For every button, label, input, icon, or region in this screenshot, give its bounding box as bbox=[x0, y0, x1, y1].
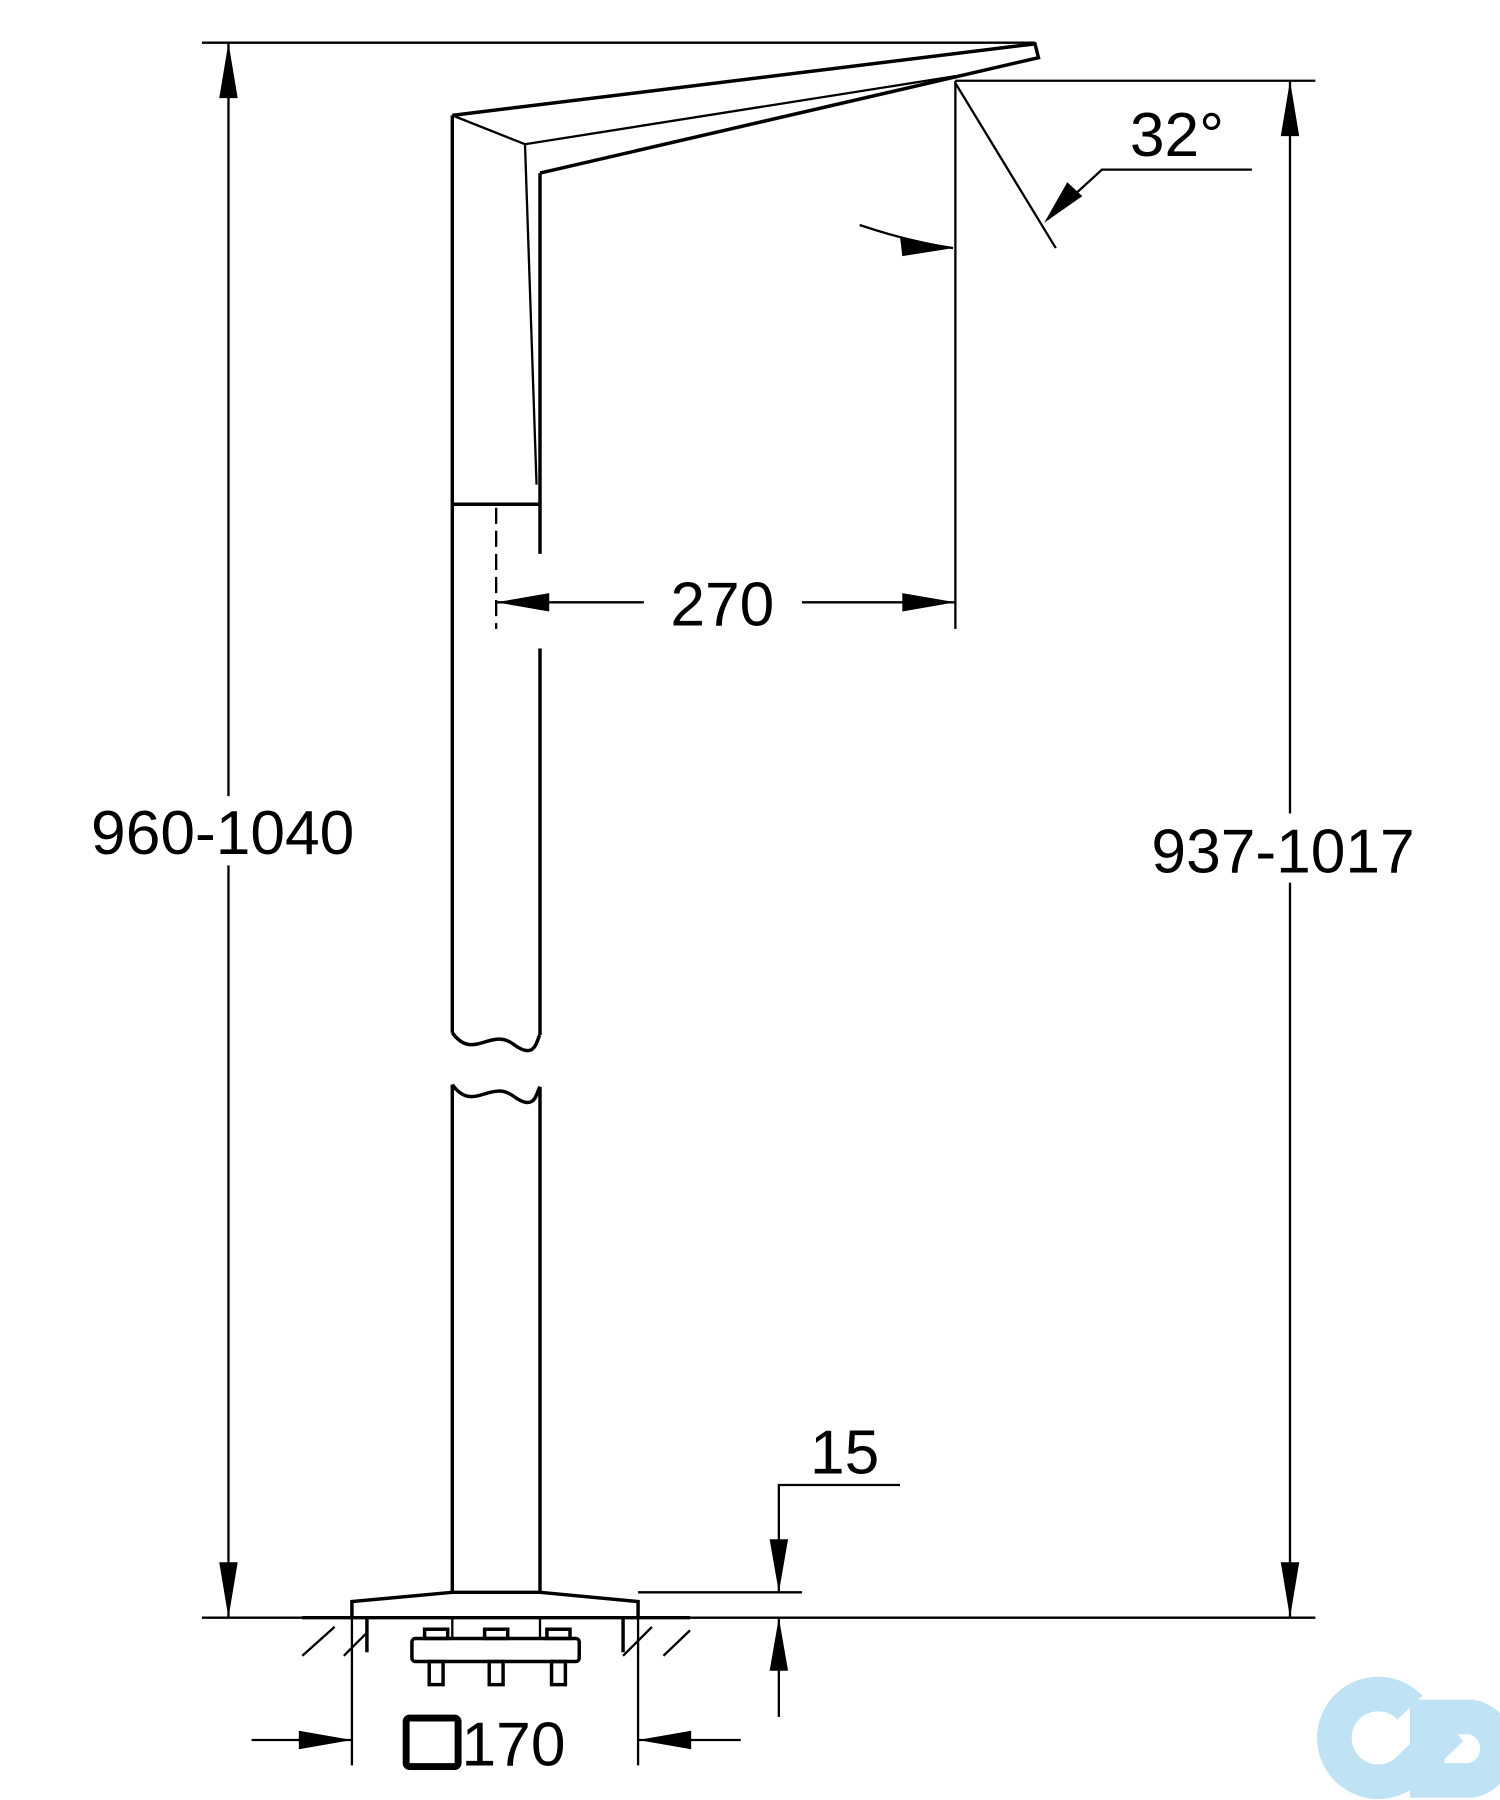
column bbox=[450, 115, 542, 1593]
total-height-label: 960-1040 bbox=[91, 799, 354, 868]
base-thickness-dimension: 15 bbox=[638, 1418, 900, 1717]
spout-height-dimension: 937-1017 bbox=[955, 79, 1437, 1618]
total-height-dimension: 960-1040 bbox=[69, 42, 381, 1618]
angle-label: 32° bbox=[1130, 101, 1224, 170]
angle-dimension: 32° bbox=[859, 82, 1252, 257]
watermark-logo bbox=[1317, 1676, 1500, 1800]
base-size-dimension: 170 bbox=[251, 1617, 741, 1779]
square-symbol-icon bbox=[402, 1714, 462, 1770]
base-size-label: 170 bbox=[462, 1710, 566, 1779]
projection-dimension: 270 bbox=[496, 80, 957, 639]
projection-label: 270 bbox=[670, 570, 774, 639]
base-thickness-label: 15 bbox=[810, 1418, 879, 1487]
ground-hatching bbox=[301, 1626, 691, 1657]
spout bbox=[201, 41, 1041, 485]
base-plate bbox=[301, 1590, 691, 1687]
spout-height-label: 937-1017 bbox=[1151, 817, 1414, 886]
